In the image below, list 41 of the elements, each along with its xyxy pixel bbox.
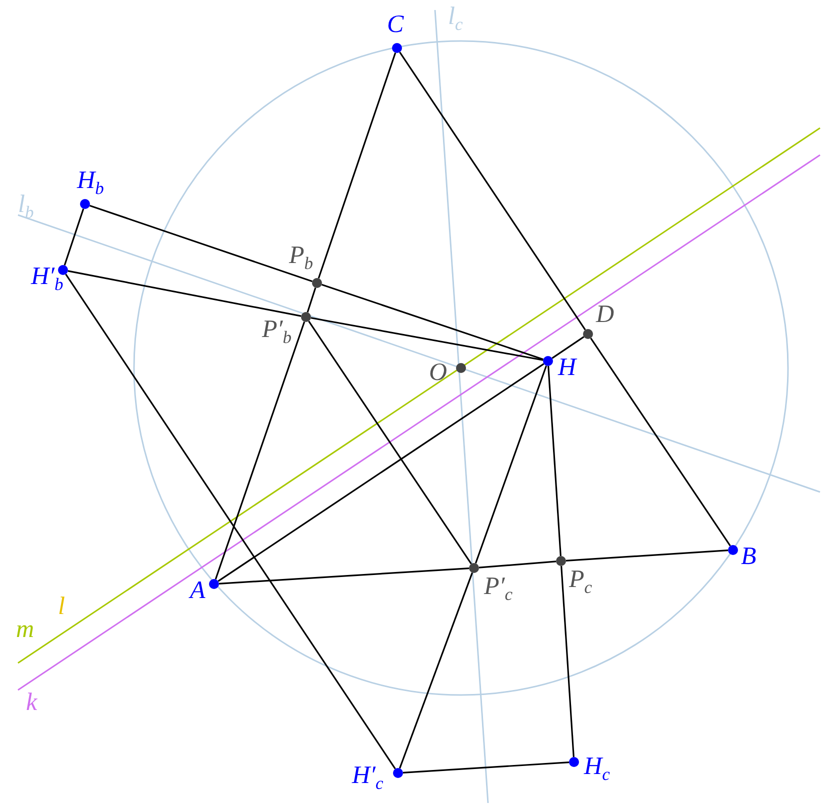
point-label: P$_{c}$ bbox=[569, 567, 592, 596]
line-label: m bbox=[16, 617, 34, 642]
point-label: H$_{c}$ bbox=[584, 754, 610, 784]
line-label: l bbox=[58, 594, 65, 619]
line-segment bbox=[89, 204, 313, 282]
point-label: B bbox=[741, 544, 756, 569]
point-label: H′$_{b}$ bbox=[31, 264, 64, 294]
point-label: H$_{b}$ bbox=[77, 168, 104, 198]
point-label: P′$_{c}$ bbox=[484, 574, 513, 604]
line-segment bbox=[590, 338, 731, 546]
line-segment bbox=[548, 366, 562, 556]
line-label: l$_{b}$ bbox=[18, 192, 34, 222]
line-segment bbox=[398, 572, 474, 769]
line-segment bbox=[310, 317, 544, 361]
line-segment bbox=[474, 365, 548, 564]
point-label: D bbox=[596, 302, 614, 327]
line-segment bbox=[65, 274, 396, 770]
line-segment bbox=[68, 270, 302, 317]
line-segment bbox=[560, 566, 574, 758]
line-segment bbox=[402, 762, 570, 774]
line-segment bbox=[478, 560, 556, 568]
line-segment bbox=[218, 568, 470, 584]
line-segment bbox=[308, 320, 472, 564]
line-segment bbox=[552, 336, 584, 359]
line-segment bbox=[218, 363, 544, 582]
point-label: P′$_{b}$ bbox=[262, 317, 292, 346]
line-segment bbox=[399, 52, 586, 330]
line-segment bbox=[321, 284, 544, 360]
line-segment bbox=[64, 208, 84, 266]
line-segment bbox=[306, 288, 316, 312]
line-segment bbox=[566, 550, 728, 562]
point-label: A bbox=[190, 578, 206, 603]
point-label: H′$_{c}$ bbox=[352, 763, 384, 792]
point-label: C bbox=[387, 12, 404, 37]
line-label: l$_{c}$ bbox=[448, 4, 463, 34]
point-label: H bbox=[558, 355, 576, 380]
line-segment bbox=[214, 321, 306, 580]
point-label: P$_{b}$ bbox=[289, 243, 314, 272]
line-segment bbox=[318, 52, 396, 279]
line-label: k bbox=[26, 690, 38, 715]
point-label: O bbox=[429, 360, 448, 385]
